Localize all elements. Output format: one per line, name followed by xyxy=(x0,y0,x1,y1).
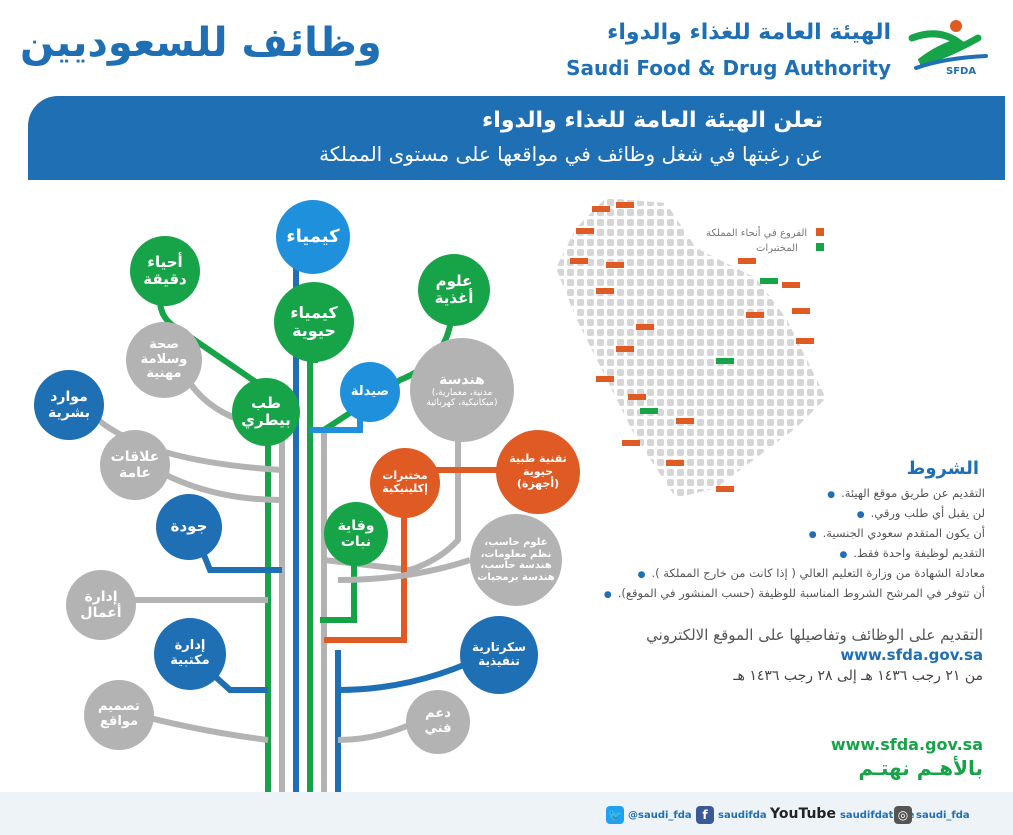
instagram-handle: saudi_fda xyxy=(916,810,970,821)
bubble-office-admin: إدارة مكتبية xyxy=(154,618,226,690)
bubble-pharmacy: صيدلة xyxy=(340,362,400,422)
apply-url-link[interactable]: www.sfda.gov.sa xyxy=(840,646,983,664)
instagram-icon: ◎ xyxy=(894,806,912,824)
bubble-public-relations: علاقات عامة xyxy=(100,430,170,500)
bubble-web-design: تصميم مواقع xyxy=(84,680,154,750)
bubble-biomedical: تقنية طبية حيوية (أجهزة) xyxy=(496,430,580,514)
bubble-veterinary: طب بيطري xyxy=(232,378,300,446)
bubble-tech-support-label: دعم فني xyxy=(424,706,452,736)
bubble-quality: جودة xyxy=(156,494,222,560)
bubble-engineering-sub: (مدنية، معمارية، ميكانيكية، كهربائية) xyxy=(426,387,498,409)
bubble-hr-label: موارد بشرية xyxy=(48,388,90,421)
bubble-office-admin-label: إدارة مكتبية xyxy=(170,638,210,668)
sfda-english-name: Saudi Food & Drug Authority xyxy=(566,56,891,80)
bubble-computer-label: علوم حاسب، نظم معلومات، هندسة حاسب، هندس… xyxy=(477,537,555,583)
condition-item: أن يكون المتقدم سعودي الجنسية. xyxy=(809,526,985,540)
legend-labs: المختبرات xyxy=(756,243,798,254)
facebook-icon: f xyxy=(696,806,714,824)
bubble-quality-label: جودة xyxy=(170,517,208,536)
page-title: وظائف للسعوديين xyxy=(20,20,382,66)
announcement-banner xyxy=(28,96,1005,180)
bubble-clinical-labs: مختبرات إكلينيكية xyxy=(370,448,440,518)
legend-branches: الفروع في أنحاء المملكة xyxy=(706,228,808,239)
condition-item: التقديم لوظيفة واحدة فقط. xyxy=(839,546,985,560)
conditions-title: الشروط xyxy=(906,458,979,479)
bubble-exec-secretary-label: سكرتارية تنفيذية xyxy=(472,640,526,668)
sfda-arabic-name: الهيئة العامة للغذاء والدواء xyxy=(607,20,891,45)
bubble-business: إدارة أعمال xyxy=(66,570,136,640)
bubble-microbiology: أحياء دقيقة xyxy=(130,236,200,306)
sfda-logo: SFDA xyxy=(898,18,994,86)
banner-headline: تعلن الهيئة العامة للغذاء والدواء xyxy=(482,108,823,133)
instagram-link[interactable]: ◎ saudi_fda xyxy=(894,806,970,824)
youtube-handle: saudifdatube xyxy=(839,810,915,821)
bubble-veterinary-label: طب بيطري xyxy=(241,393,291,429)
twitter-icon: 🐦 xyxy=(606,806,624,824)
bubble-clinical-labs-label: مختبرات إكلينيكية xyxy=(382,469,428,495)
bubble-biomedical-label: تقنية طبية حيوية (أجهزة) xyxy=(509,452,567,491)
footer-url-link[interactable]: www.sfda.gov.sa xyxy=(830,735,983,754)
bubble-plant-protection: وقاية نبات xyxy=(324,502,388,566)
condition-item: التقديم عن طريق موقع الهيئة. xyxy=(827,486,985,500)
condition-item: أن تتوفر في المرشح الشروط المناسبة للوظي… xyxy=(604,586,985,600)
bubble-chemistry: كيمياء xyxy=(276,200,350,274)
bubble-business-label: إدارة أعمال xyxy=(80,588,122,621)
apply-instructions: التقديم على الوظائف وتفاصيلها على الموقع… xyxy=(646,626,983,644)
footer-slogan: بالأهـم نهتـم xyxy=(858,756,983,780)
bubble-public-relations-label: علاقات عامة xyxy=(110,448,160,481)
condition-item: لن يقبل أي طلب ورقي. xyxy=(857,506,985,520)
bubble-food-science: علوم أغذية xyxy=(418,254,490,326)
bubble-biochemistry-label: كيمياء حيوية xyxy=(290,302,338,340)
condition-item: معادلة الشهادة من وزارة التعليم العالي (… xyxy=(638,566,986,580)
bubble-microbiology-label: أحياء دقيقة xyxy=(143,252,187,288)
bubble-computer: علوم حاسب، نظم معلومات، هندسة حاسب، هندس… xyxy=(470,514,562,606)
bubble-pharmacy-label: صيدلة xyxy=(350,383,390,399)
bubble-occupational-safety-label: صحة وسلامة مهنية xyxy=(140,336,188,382)
bubble-exec-secretary: سكرتارية تنفيذية xyxy=(460,616,538,694)
bubble-tech-support: دعم فني xyxy=(406,690,470,754)
facebook-handle: saudifda xyxy=(718,810,767,821)
map-dots-icon xyxy=(556,198,826,498)
youtube-icon: YouTube xyxy=(770,806,836,822)
bubble-chemistry-label: كيمياء xyxy=(286,225,340,247)
twitter-handle: @saudi_fda xyxy=(628,810,692,821)
bubble-web-design-label: تصميم مواقع xyxy=(98,699,140,729)
banner-subheadline: عن رغبتها في شغل وظائف في مواقعها على مس… xyxy=(319,142,823,166)
bubble-hr: موارد بشرية xyxy=(34,370,104,440)
twitter-link[interactable]: 🐦 @saudi_fda xyxy=(606,806,692,824)
bubble-engineering: هندسة (مدنية، معمارية، ميكانيكية، كهربائ… xyxy=(410,338,514,442)
bubble-engineering-label: هندسة xyxy=(439,371,485,388)
bubble-food-science-label: علوم أغذية xyxy=(434,271,474,307)
apply-dates: من ٢١ رجب ١٤٣٦ هـ إلى ٢٨ رجب ١٤٣٦ هـ xyxy=(733,668,983,684)
sfda-logo-text: SFDA xyxy=(946,66,977,77)
bubble-plant-protection-label: وقاية نبات xyxy=(337,517,375,550)
facebook-link[interactable]: f saudifda xyxy=(696,806,767,824)
saudi-map: الفروع في أنحاء المملكة المختبرات xyxy=(556,198,846,503)
bubble-biochemistry: كيمياء حيوية xyxy=(274,282,354,362)
footer-band xyxy=(0,792,1013,835)
bubble-occupational-safety: صحة وسلامة مهنية xyxy=(126,322,202,398)
